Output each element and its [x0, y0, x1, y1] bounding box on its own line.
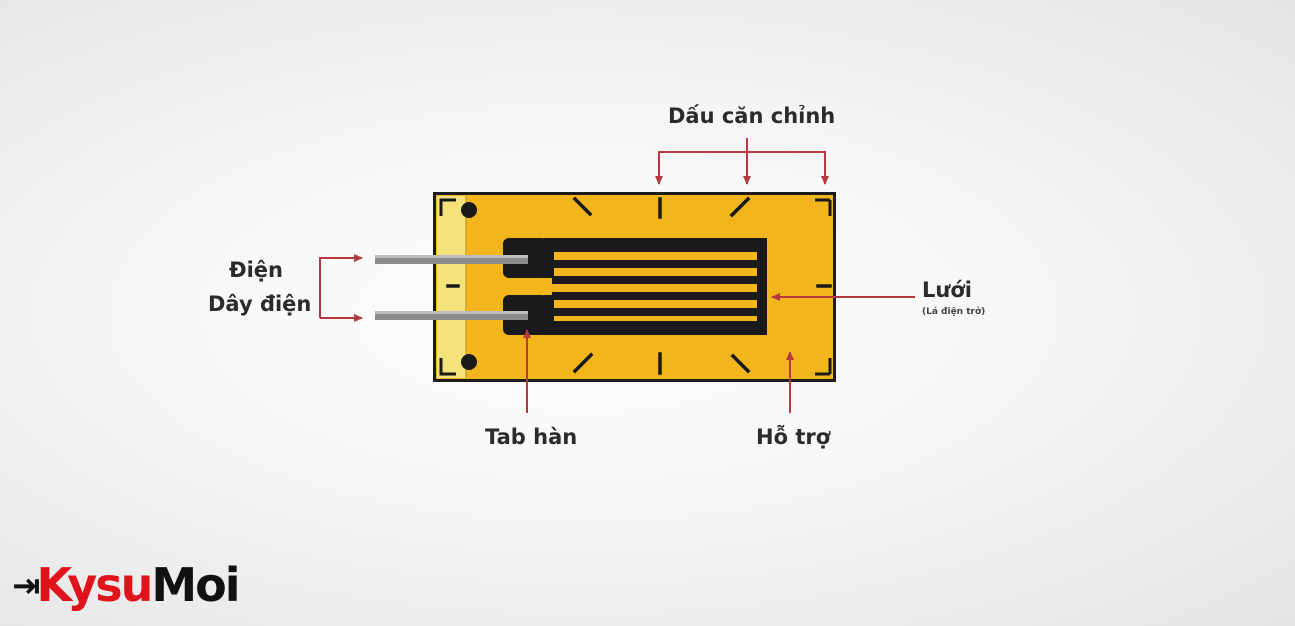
label-grid: Lưới [922, 278, 972, 302]
label-alignment-marks: Dấu căn chỉnh [668, 104, 836, 128]
label-solder-tab: Tab hàn [485, 425, 578, 449]
corner-marks [439, 198, 832, 376]
corner-dot-bottom [461, 354, 477, 370]
corner-dot-top [461, 202, 477, 218]
logo-arrow-icon: ⇥ [12, 566, 40, 606]
logo-part1: Kysu [36, 558, 154, 612]
logo-part2: Moi [151, 558, 240, 612]
annotation-arrows [319, 138, 915, 413]
kysumoi-logo: ⇥KysuMoi [12, 558, 240, 612]
lead-wires [375, 255, 528, 320]
label-grid-sub: (Lá điện trở) [922, 307, 986, 317]
label-carrier: Hỗ trợ [756, 425, 831, 449]
alignment-mark-ticks [446, 196, 832, 375]
foil-grid-gaps [556, 255, 757, 321]
label-lead-top: Điện [229, 258, 283, 282]
label-lead-bottom: Dây điện [208, 292, 312, 316]
foil-grid [503, 238, 767, 335]
